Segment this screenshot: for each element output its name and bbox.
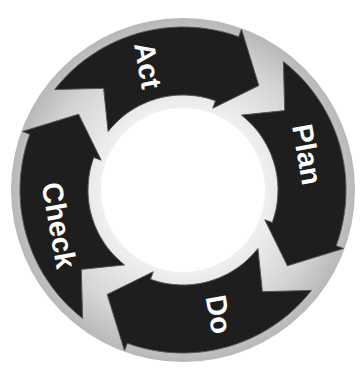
- arrow-body: [242, 62, 347, 266]
- ring-disc: [11, 18, 355, 362]
- step-label: Act: [129, 40, 166, 91]
- cycle-arrow: Do: [106, 247, 313, 354]
- center-hole: [101, 108, 265, 272]
- arrow-body: [55, 27, 259, 132]
- cycle-arrow: Plan: [240, 60, 347, 267]
- cycle-arrow: Act: [53, 26, 260, 133]
- cycle-arrow: Check: [19, 113, 126, 320]
- step-label: Do: [201, 292, 236, 335]
- arrow-body: [20, 114, 125, 318]
- arrow-shape: [19, 113, 126, 320]
- arrow-body: [107, 249, 311, 354]
